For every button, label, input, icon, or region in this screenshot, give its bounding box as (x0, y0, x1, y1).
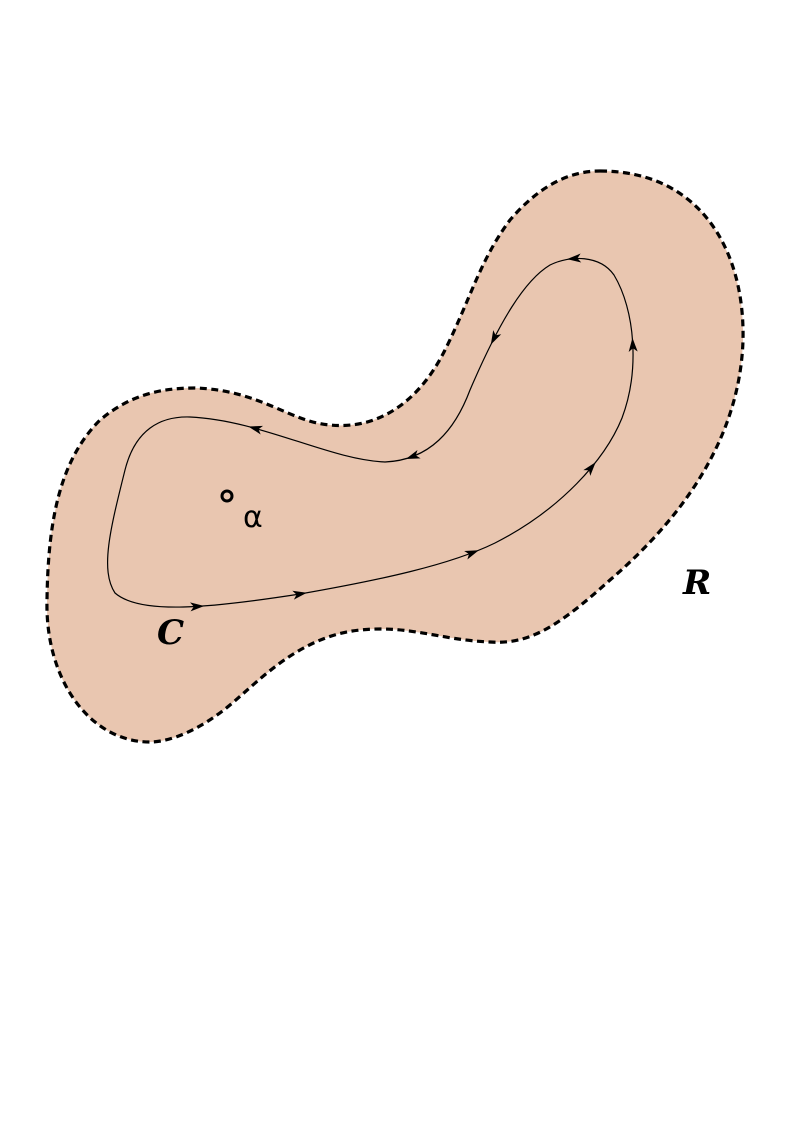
region-r (45, 169, 745, 744)
direction-arrow (490, 330, 502, 345)
point-alpha-marker (220, 489, 234, 503)
contour-arrows (190, 253, 638, 612)
direction-arrow (628, 337, 638, 353)
direction-arrow (248, 425, 264, 435)
point-alpha-label: α (243, 500, 263, 535)
contour-c (106, 257, 634, 608)
direction-arrow (464, 550, 479, 560)
region-label: R (682, 563, 711, 603)
direction-arrow (190, 602, 205, 612)
direction-arrow (566, 253, 582, 263)
contour-label: C (157, 613, 184, 653)
direction-arrow (405, 449, 421, 460)
direction-arrow (292, 590, 307, 600)
direction-arrow (583, 462, 596, 476)
